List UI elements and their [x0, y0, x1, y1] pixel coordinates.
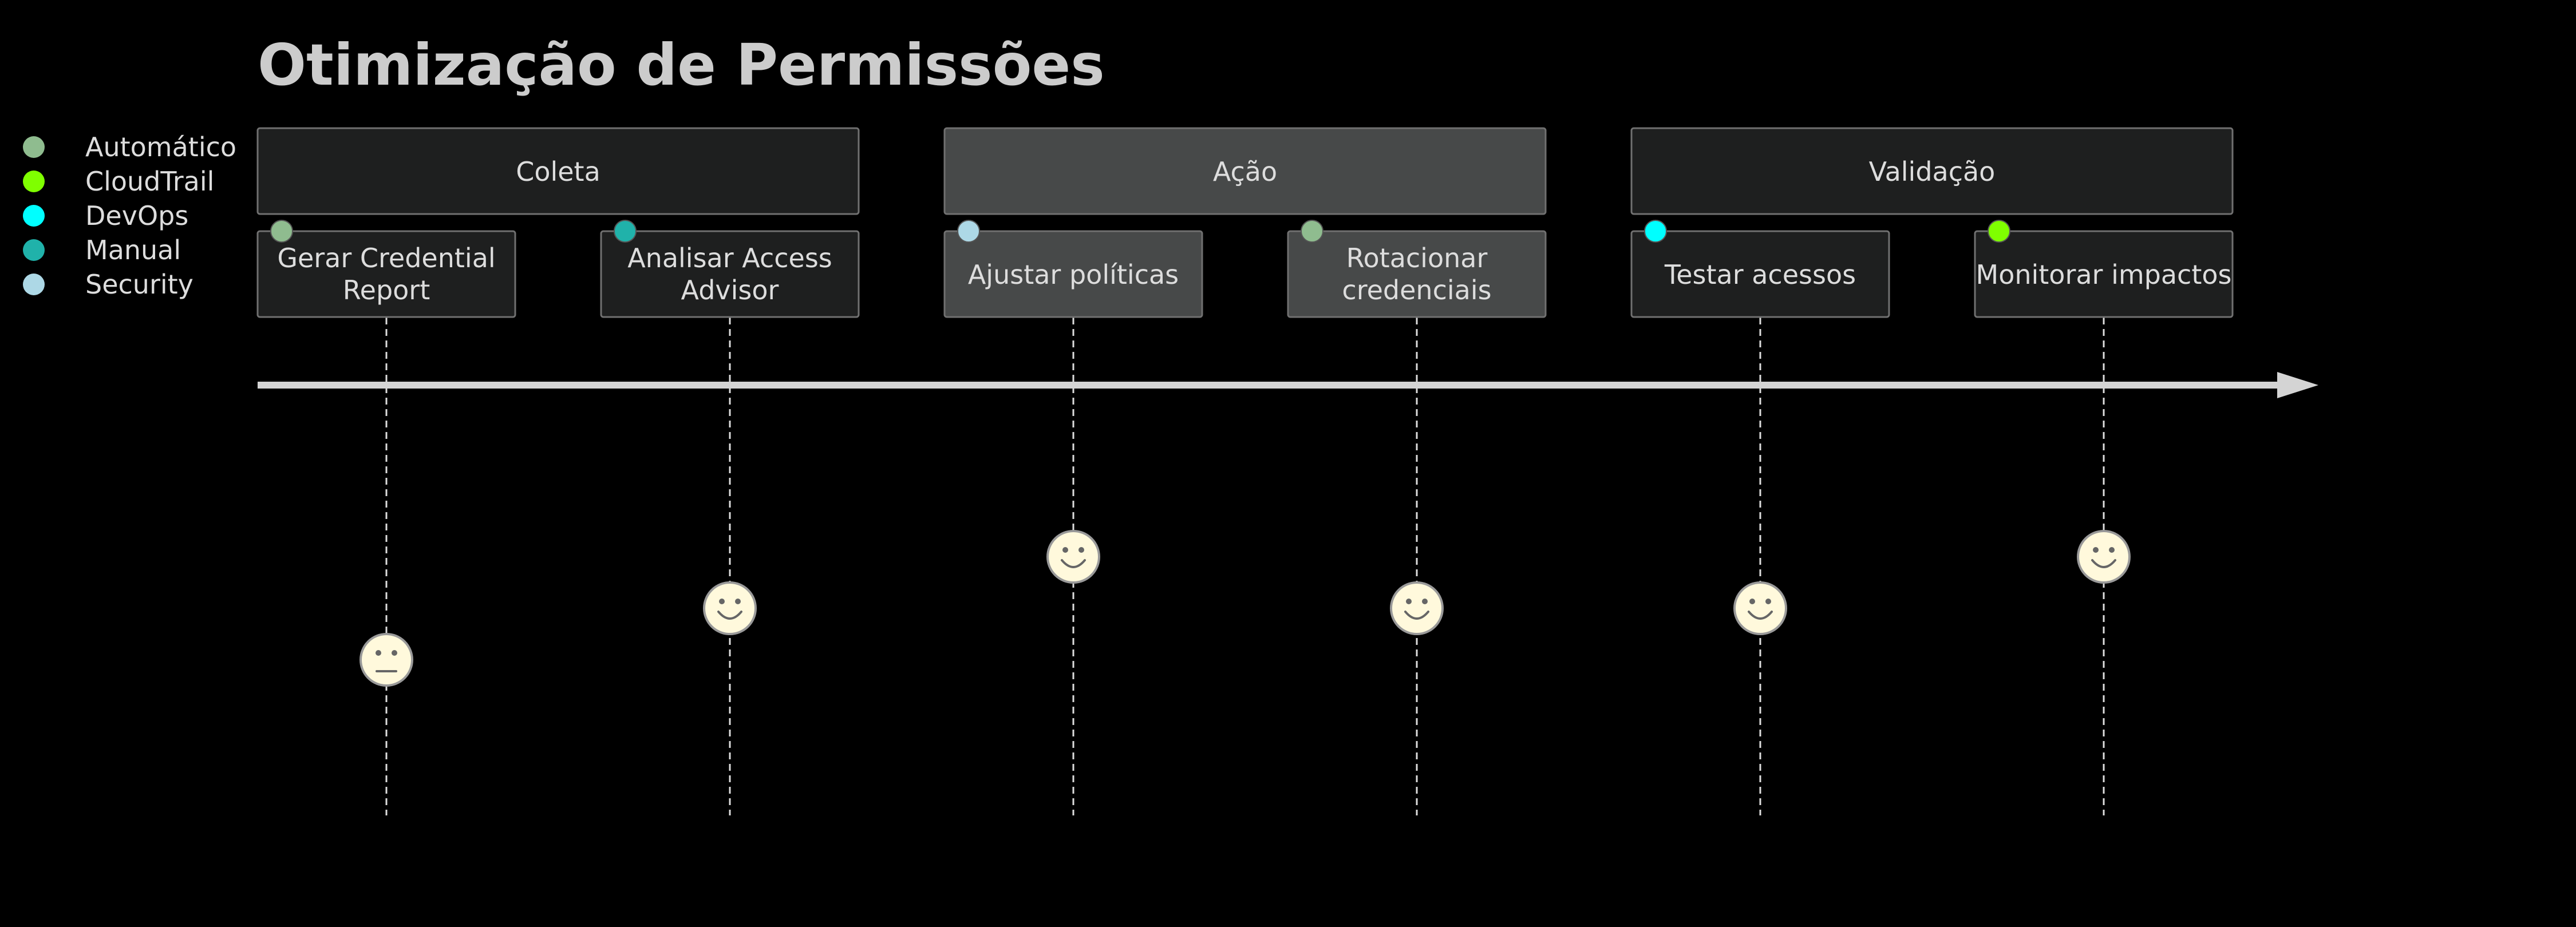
task-box [256, 230, 516, 318]
task-label: Analisar Access [627, 243, 832, 274]
legend-dot [23, 205, 45, 227]
happy-face-icon [1046, 530, 1100, 584]
legend-dot [23, 171, 45, 192]
legend-label: Manual [85, 235, 181, 266]
task-box [1974, 230, 2234, 318]
timeline-arrowhead [2277, 372, 2318, 398]
happy-face-icon [703, 581, 757, 635]
task-box [600, 230, 860, 318]
actor-dot [1988, 220, 2010, 243]
task-box [1287, 230, 1547, 318]
actor-dot [270, 220, 293, 243]
section-label: Ação [1213, 156, 1277, 187]
task-box [943, 230, 1203, 318]
section-header [1630, 127, 2234, 215]
neutral-face-icon [359, 633, 413, 687]
actor-dot [614, 220, 637, 243]
task-label: Gerar Credential [277, 243, 495, 274]
task-label: Ajustar políticas [968, 259, 1179, 290]
sections: Coleta Ação Validação [256, 127, 2234, 215]
actor-dot [957, 220, 980, 243]
happy-face-icon [2077, 530, 2131, 584]
legend-label: DevOps [85, 200, 188, 231]
legend-label: CloudTrail [85, 166, 214, 197]
task-label: Rotacionar [1346, 243, 1488, 274]
section-header [256, 127, 860, 215]
timeline-axis [258, 372, 2318, 398]
section-label: Validação [1869, 156, 1996, 187]
task-label: credenciais [1342, 275, 1491, 306]
legend-label: Automático [85, 132, 236, 163]
task-label: Testar acessos [1664, 259, 1856, 290]
legend-label: Security [85, 269, 193, 300]
legend-dot [23, 136, 45, 158]
happy-face-icon [1390, 581, 1444, 635]
section-label: Coleta [516, 156, 600, 187]
page-title: Otimização de Permissões [258, 31, 1105, 98]
section-header [943, 127, 1547, 215]
task-label: Advisor [681, 275, 779, 306]
legend-dot [23, 274, 45, 295]
mood-faces [359, 530, 2131, 687]
task-label: Monitorar impactos [1976, 259, 2232, 290]
task-label: Report [343, 275, 430, 306]
legend-dot [23, 239, 45, 261]
actor-dot [1644, 220, 1667, 243]
task-guide-lines [385, 318, 2105, 815]
actor-dot [1301, 220, 1323, 243]
happy-face-icon [1733, 581, 1787, 635]
task-box [1630, 230, 1890, 318]
